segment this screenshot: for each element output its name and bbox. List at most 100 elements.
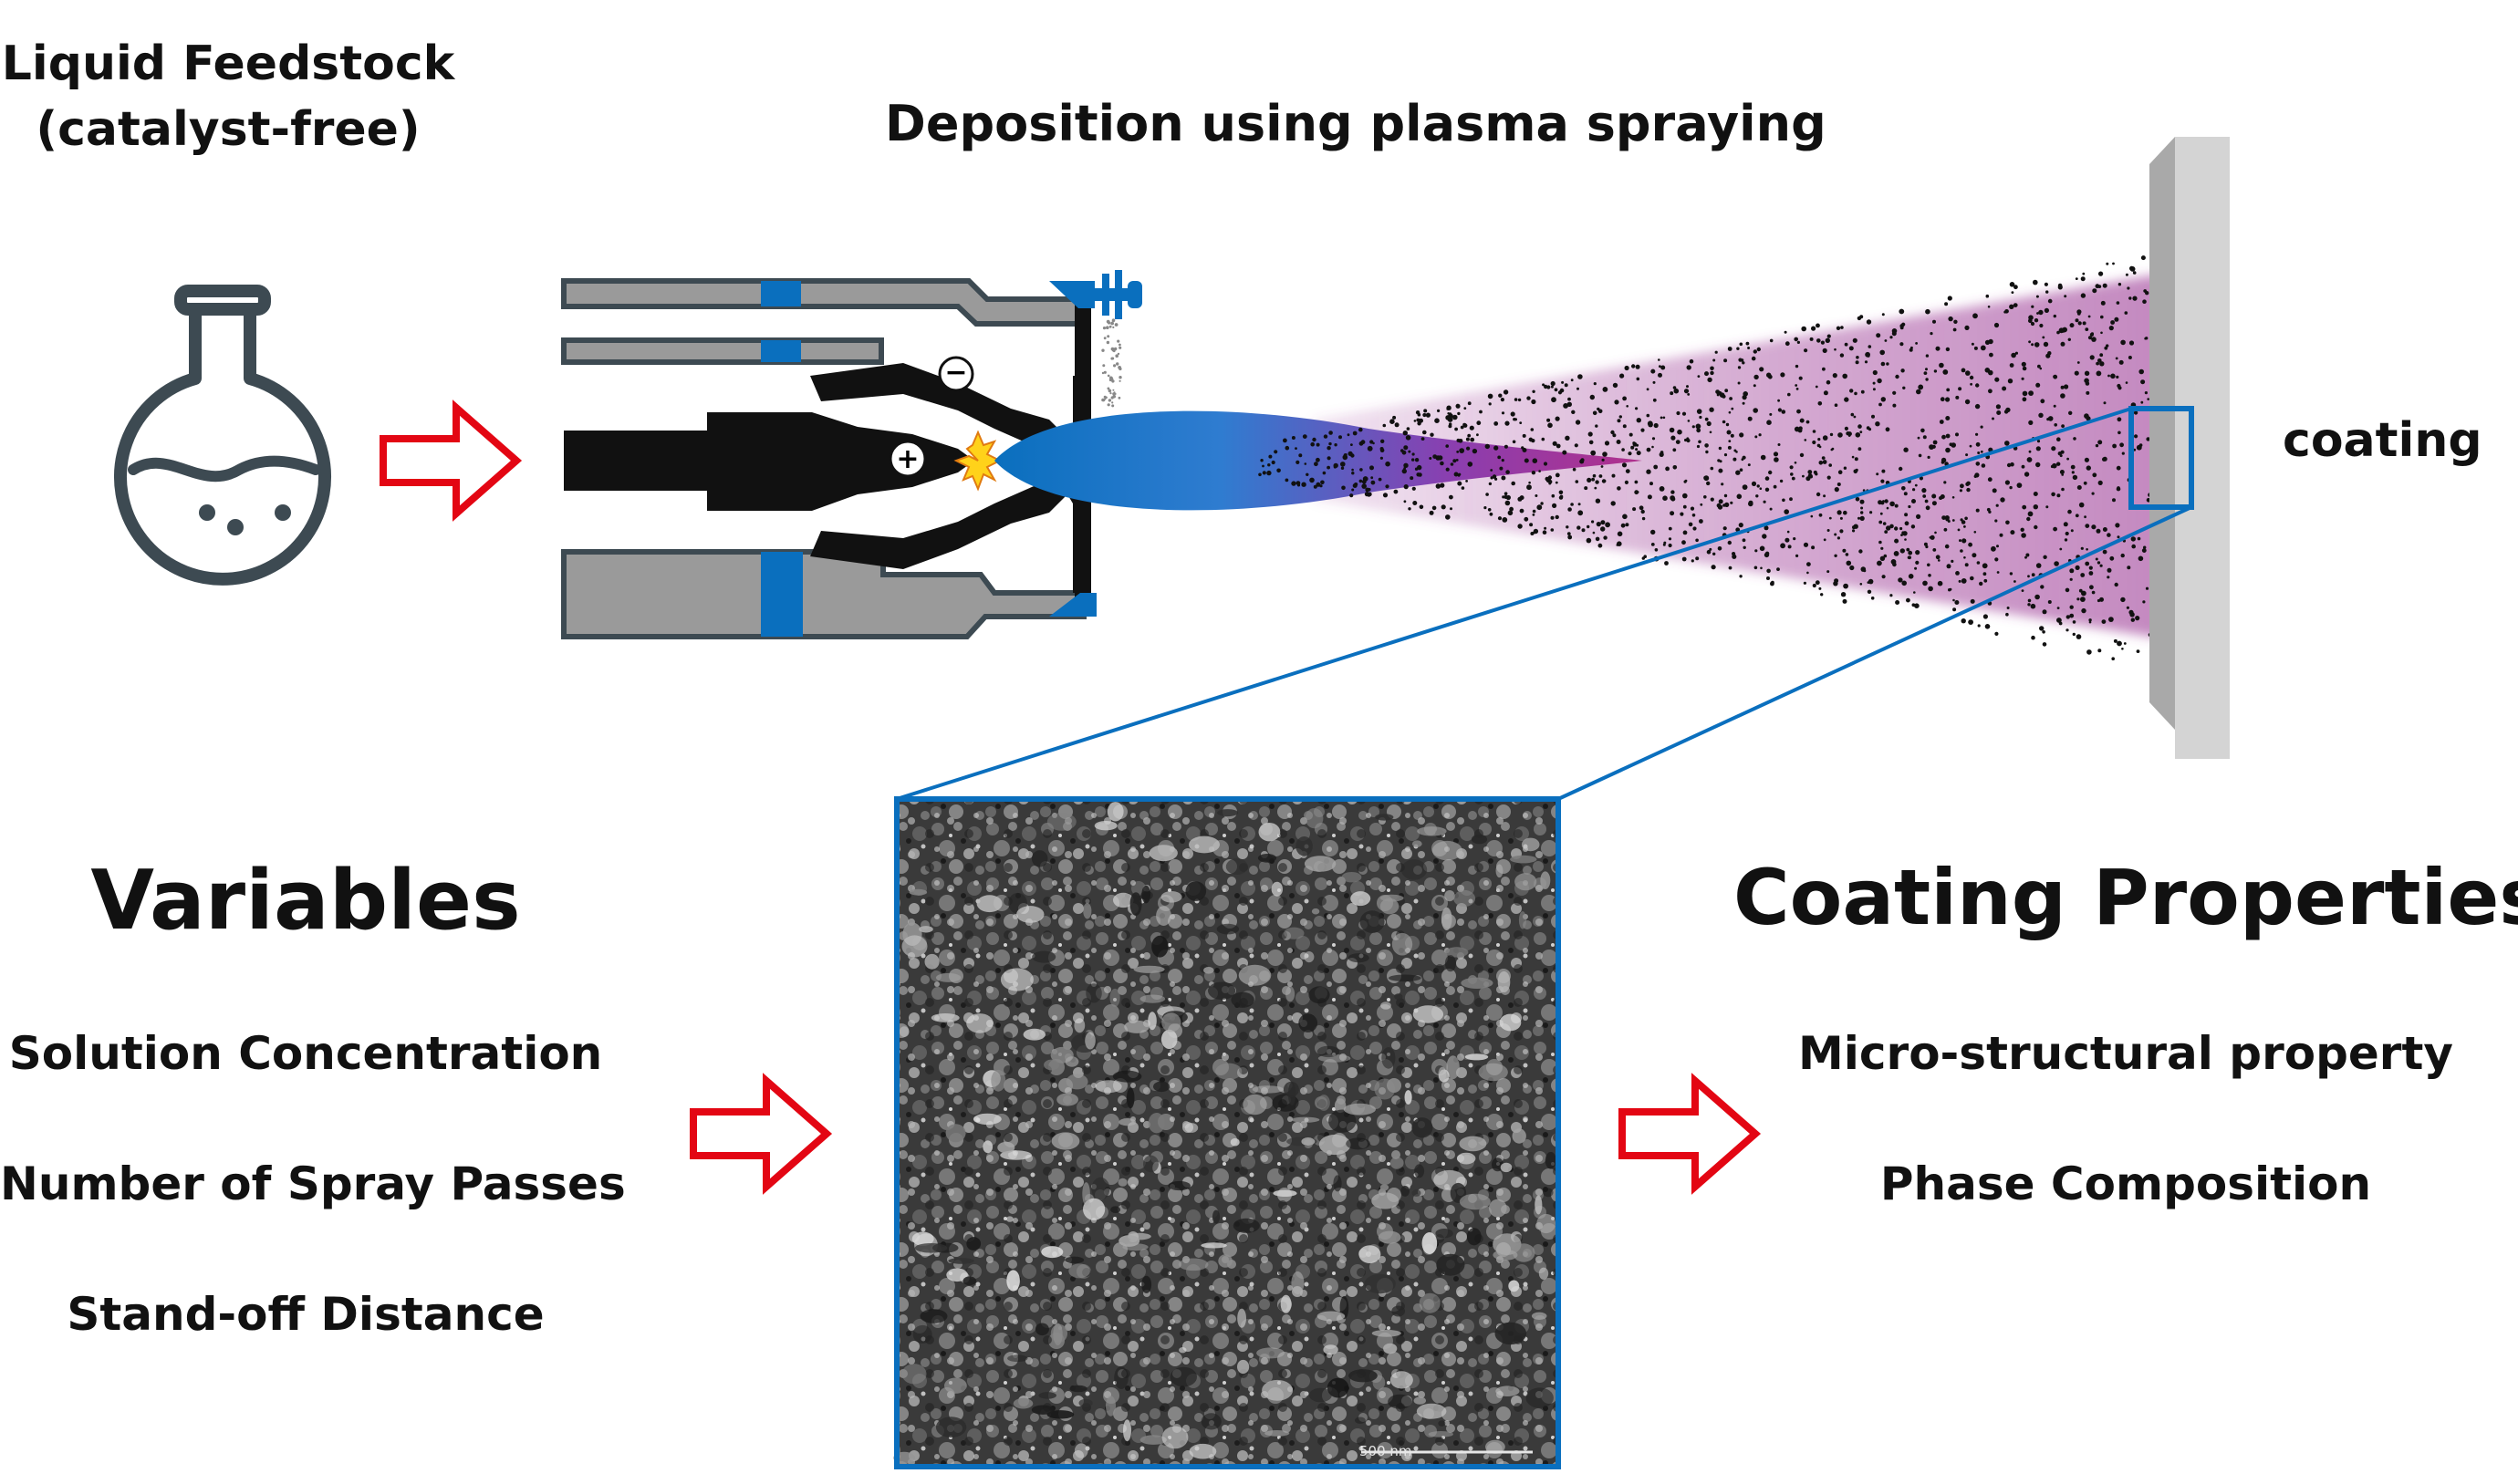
spray-particle (1812, 440, 1816, 445)
spray-particle (1877, 378, 1882, 384)
sem-grain (1419, 1292, 1441, 1313)
spray-particle (1994, 377, 2000, 382)
spray-particle (1902, 531, 1908, 536)
spray-particle (1902, 386, 1906, 389)
spray-particle (1668, 537, 1672, 541)
sem-grain (1359, 910, 1385, 933)
sem-grain (1411, 840, 1422, 847)
spray-particle (1852, 337, 1857, 343)
spray-particle (1766, 568, 1771, 574)
sem-grain (1031, 850, 1048, 867)
spray-particle (1276, 468, 1281, 473)
sem-grain (1082, 1182, 1090, 1206)
spray-particle (1504, 444, 1508, 449)
spray-particle (1727, 445, 1732, 450)
spray-particle (1501, 475, 1506, 481)
spray-particle (1557, 390, 1563, 395)
sem-grain (983, 1140, 994, 1154)
feed-droplet (1117, 339, 1120, 343)
spray-particle (1595, 480, 1599, 484)
spray-particle (1984, 368, 1991, 373)
spray-particle (1732, 457, 1737, 462)
spray-particle (1572, 467, 1576, 472)
spray-particle (2027, 575, 2030, 578)
spray-particle (1737, 381, 1741, 385)
spray-particle (2024, 472, 2030, 477)
sem-grain (1085, 1032, 1096, 1050)
spray-particle (1886, 525, 1891, 531)
feed-droplet (1111, 349, 1115, 352)
sem-grain (1348, 1369, 1378, 1383)
spray-particle (1918, 384, 1924, 390)
spray-particle (2136, 649, 2140, 653)
spray-particle (1541, 437, 1545, 441)
spray-particle (1964, 563, 1969, 567)
spray-particle (1592, 473, 1597, 478)
spray-particle (1504, 420, 1510, 426)
spray-particle (1461, 486, 1465, 490)
spray-particle (1864, 360, 1868, 364)
spray-particle (2146, 437, 2150, 441)
sem-grain (1161, 1012, 1181, 1033)
sem-grain (1412, 1005, 1444, 1023)
spray-particle (2101, 619, 2107, 624)
spray-particle (1995, 404, 2001, 410)
sem-grain (1380, 1001, 1391, 1010)
flask-icon (114, 285, 331, 586)
feed-droplet (1102, 364, 1106, 368)
spray-particle (1857, 516, 1860, 520)
spray-particle (2044, 282, 2048, 286)
spray-particle (1680, 512, 1684, 516)
sem-grain (1149, 845, 1178, 862)
sem-grain (1388, 974, 1421, 982)
spray-particle (1691, 425, 1695, 429)
spray-particle (1795, 364, 1799, 368)
spray-particle (1826, 529, 1830, 532)
spray-particle (1859, 515, 1865, 522)
spray-particle (2009, 363, 2014, 368)
sem-grain (935, 1417, 967, 1438)
spray-particle (1932, 440, 1938, 445)
feed-droplet (1103, 337, 1107, 340)
spray-particle (1904, 513, 1909, 517)
spray-particle (1695, 556, 1700, 561)
sem-grain (1400, 1186, 1410, 1197)
spray-particle (1985, 294, 1990, 298)
spray-particle (1952, 607, 1957, 612)
spray-particle (1676, 410, 1680, 416)
spray-particle (1826, 475, 1831, 480)
spray-particle (1815, 580, 1820, 586)
spray-particle (1467, 462, 1473, 467)
sem-grain (1114, 1366, 1129, 1389)
sem-grain (1378, 1230, 1401, 1244)
spray-particle (1982, 563, 1988, 569)
spray-particle (1517, 496, 1523, 502)
spray-particle (1759, 545, 1765, 552)
spray-particle (2005, 407, 2011, 413)
spray-particle (2132, 271, 2137, 275)
spray-particle (2022, 366, 2027, 371)
spray-particle (2077, 321, 2082, 326)
spray-particle (1504, 492, 1508, 495)
spray-particle (1832, 373, 1837, 379)
spray-particle (2072, 620, 2076, 624)
spray-particle (2087, 336, 2093, 340)
spray-particle (1789, 497, 1793, 502)
spray-particle (1648, 421, 1653, 428)
spray-particle (2124, 311, 2128, 315)
spray-particle (2035, 382, 2041, 388)
spray-particle (2121, 648, 2124, 650)
spray-particle (1511, 481, 1515, 486)
spray-particle (1556, 443, 1561, 449)
spray-particle (1988, 338, 1993, 345)
spray-particle (2031, 305, 2034, 308)
spray-particle (1526, 484, 1532, 491)
spray-particle (1910, 524, 1916, 529)
spray-particle (1975, 462, 1981, 466)
spray-particle (1502, 495, 1505, 499)
spray-particle (1662, 495, 1668, 501)
spray-particle (2034, 318, 2039, 323)
sem-grain (1404, 1090, 1412, 1105)
spray-particle (1466, 446, 1471, 451)
property-item-phase: Phase Composition (1879, 1157, 2372, 1210)
